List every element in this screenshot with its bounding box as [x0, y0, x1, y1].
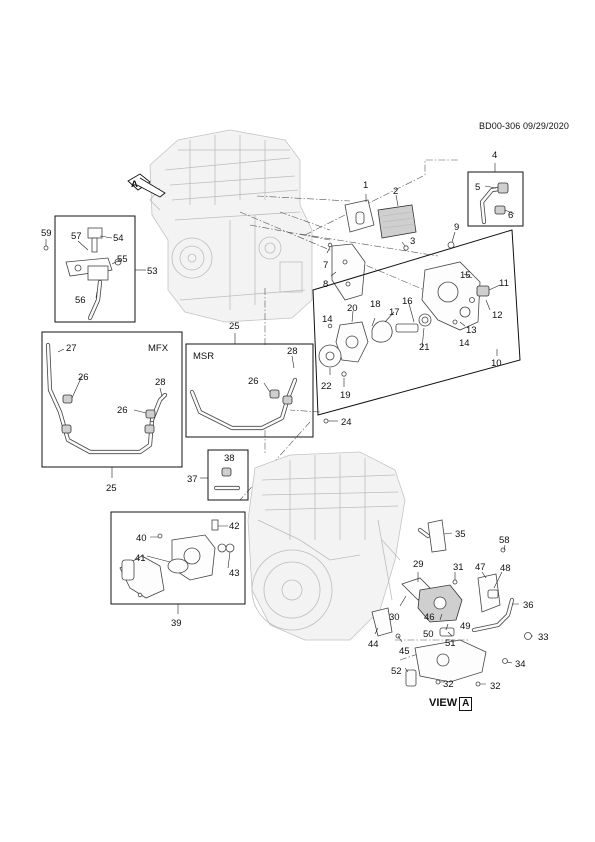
callout-1: 1 — [363, 180, 368, 191]
callout-12: 12 — [492, 310, 503, 321]
callout-numbers: 1 2 3 4 5 6 7 8 9 10 11 12 13 14 14 15 1… — [41, 150, 549, 692]
callout-5: 5 — [475, 182, 480, 193]
callout-11: 11 — [499, 278, 509, 289]
callout-45: 45 — [399, 646, 410, 657]
callout-25-mfx-box: 25 — [106, 483, 117, 494]
callout-40: 40 — [136, 533, 147, 544]
callout-18: 18 — [370, 299, 381, 310]
callout-26-msr: 26 — [248, 376, 259, 387]
callout-32b: 32 — [490, 681, 501, 692]
callout-54: 54 — [113, 233, 124, 244]
callout-32a: 32 — [443, 679, 454, 690]
callout-33: 33 — [538, 632, 549, 643]
callout-34: 34 — [515, 659, 526, 670]
callout-7: 7 — [323, 260, 328, 271]
callout-50: 50 — [423, 629, 434, 640]
view-letter-box: A — [459, 697, 473, 711]
callout-10: 10 — [491, 358, 502, 369]
callout-46: 46 — [424, 612, 435, 623]
callout-39: 39 — [171, 618, 182, 629]
callout-42: 42 — [229, 521, 240, 532]
callout-26-mfx-mid: 26 — [117, 405, 128, 416]
callout-28-mfx: 28 — [155, 377, 166, 388]
callout-29: 29 — [413, 559, 424, 570]
callout-49: 49 — [460, 621, 471, 632]
upper-engine-illustration — [149, 129, 313, 323]
assembly-box-53 — [54, 215, 146, 323]
callout-3: 3 — [410, 236, 415, 247]
callout-41: 41 — [135, 553, 146, 564]
callout-19: 19 — [340, 390, 351, 401]
callout-6: 6 — [508, 210, 513, 221]
oil-filter-housing-parts — [371, 519, 533, 687]
callout-13: 13 — [466, 325, 477, 336]
callout-47: 47 — [475, 562, 486, 573]
callout-59: 59 — [41, 228, 52, 239]
assembly-box-37 — [200, 449, 249, 501]
callout-24: 24 — [341, 417, 352, 428]
callout-25-msr-box: 25 — [229, 321, 240, 332]
callout-58: 58 — [499, 535, 510, 546]
callout-35: 35 — [455, 529, 466, 540]
callout-20: 20 — [347, 303, 358, 314]
callout-4: 4 — [492, 150, 497, 161]
callout-53: 53 — [147, 266, 158, 277]
document-id: BD00-306 09/29/2020 — [479, 121, 569, 131]
callout-14a: 14 — [322, 314, 333, 325]
callout-51: 51 — [445, 638, 456, 649]
callout-22: 22 — [321, 381, 332, 392]
callout-57: 57 — [71, 231, 82, 242]
assembly-box-10 — [312, 229, 521, 416]
assembly-box-39 — [110, 511, 246, 614]
view-text: VIEW — [429, 697, 458, 709]
callout-52: 52 — [391, 666, 402, 677]
callout-38: 38 — [224, 453, 235, 464]
msr-label: MSR — [193, 351, 214, 362]
arrow-letter: A — [131, 179, 138, 190]
callout-16: 16 — [402, 296, 413, 307]
callout-8: 8 — [323, 279, 328, 290]
callout-31: 31 — [453, 562, 464, 573]
callout-9: 9 — [454, 222, 459, 233]
callout-48: 48 — [500, 563, 511, 574]
lower-engine-illustration — [247, 451, 406, 641]
callout-17: 17 — [389, 307, 400, 318]
callout-15: 15 — [460, 270, 471, 281]
callout-30: 30 — [389, 612, 400, 623]
callout-37: 37 — [187, 474, 198, 485]
callout-43: 43 — [229, 568, 240, 579]
callout-14b: 14 — [459, 338, 470, 349]
callout-26-mfx-top: 26 — [78, 372, 89, 383]
callout-28-msr: 28 — [287, 346, 298, 357]
assembly-box-25-mfx — [41, 331, 183, 478]
assembly-box-4 — [467, 163, 524, 227]
view-a-arrow: A — [127, 173, 166, 198]
callout-55: 55 — [117, 254, 128, 265]
mfx-label: MFX — [148, 343, 169, 354]
callout-27: 27 — [66, 343, 77, 354]
oil-cooler-parts — [326, 194, 456, 301]
callout-36: 36 — [523, 600, 534, 611]
callout-2: 2 — [393, 186, 398, 197]
assembly-box-25-msr — [185, 333, 314, 438]
callout-56: 56 — [75, 295, 86, 306]
callout-21: 21 — [419, 342, 430, 353]
callout-44: 44 — [368, 639, 379, 650]
